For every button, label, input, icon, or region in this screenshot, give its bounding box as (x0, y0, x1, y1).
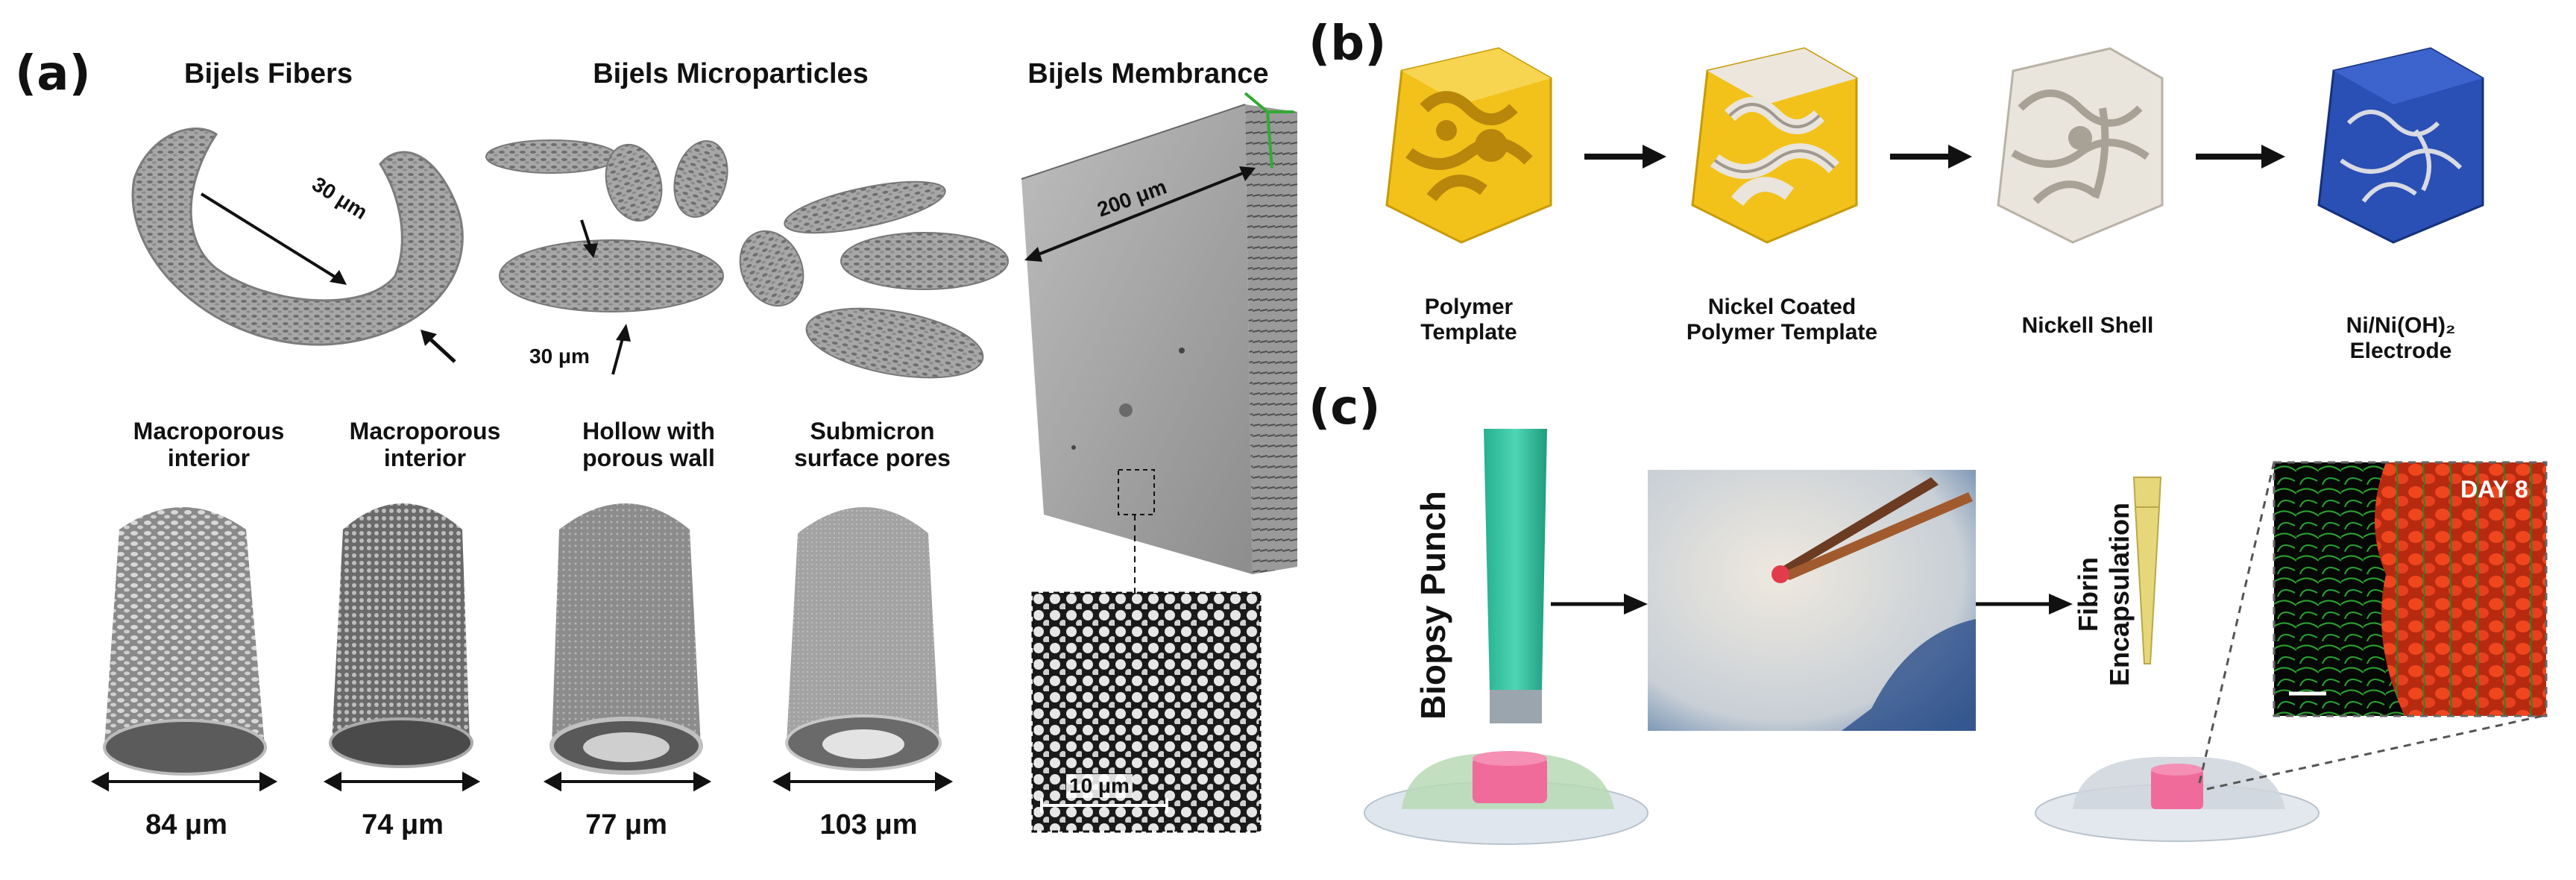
cylinder-4-caption-2: surface pores (794, 444, 951, 471)
cylinder-1-caption-1: Macroporous (133, 418, 285, 444)
panel-b-label: (b) (1309, 16, 1387, 72)
cylinder-2-caption-1: Macroporous (349, 418, 501, 444)
tissue-photo (1648, 470, 1976, 731)
step-2-line-2: Polymer Template (1686, 320, 1878, 345)
micro-arrow-top (580, 219, 598, 258)
micro-arrow-bottom (611, 324, 631, 375)
cube-polymer-template (1385, 47, 1552, 244)
day8-label: DAY 8 (2460, 476, 2528, 503)
cylinder-4-caption: Submicron surface pores (760, 418, 984, 471)
micro-scale-label: 30 μm (529, 345, 590, 368)
cylinder-3-caption: Hollow with porous wall (544, 418, 753, 471)
title-bijels-microparticles: Bijels Microparticles (593, 58, 869, 89)
step-3-line-1: Nickell Shell (2021, 313, 2154, 338)
step-4-line-2: Electrode (2349, 339, 2452, 363)
arrow-c-1 (1551, 594, 1648, 615)
cylinder-4-caption-1: Submicron (810, 418, 935, 444)
zoom-lines (2198, 462, 2543, 791)
step-1-line-2: Template (1420, 320, 1517, 345)
cylinder-2-caption: Macroporous interior (321, 418, 529, 471)
pipette-tip-icon (2132, 477, 2162, 664)
step-3-caption: Nickell Shell (1991, 313, 2185, 339)
microparticles-image (485, 139, 1009, 379)
zoom-connector (1134, 515, 1136, 597)
fibrin-dish-illustration (2035, 756, 2320, 842)
fiber-scale-arrow (200, 192, 347, 285)
day8-fluorescence-image (2273, 461, 2548, 717)
arrow-b-3 (2196, 145, 2285, 169)
cube-electrode (2317, 47, 2484, 244)
cube-nickel-coated (1691, 47, 1858, 244)
cylinder-3-diameter: 77 μm (585, 809, 667, 840)
step-1-line-1: Polymer (1424, 295, 1514, 319)
fiber-image (131, 128, 464, 346)
fiber-pointer-arrow (421, 330, 456, 363)
cylinder-4-diameter: 103 μm (819, 809, 918, 840)
biopsy-punch-label: Biopsy Punch (1414, 491, 1452, 720)
step-2-line-1: Nickel Coated (1707, 295, 1857, 319)
biopsy-punch-illustration (1364, 429, 1648, 845)
cylinder-2-caption-2: interior (383, 444, 467, 471)
cylinder-1-caption-2: interior (167, 444, 251, 471)
step-4-caption: Ni/Ni(OH)₂ Electrode (2304, 313, 2498, 364)
cylinder-3-caption-1: Hollow with (582, 418, 715, 444)
step-2-caption: Nickel Coated Polymer Template (1663, 295, 1901, 345)
fibrin-label-1: Fibrin (2073, 556, 2103, 632)
step-4-line-1: Ni/Ni(OH)₂ (2346, 313, 2456, 338)
membrane-image (1021, 92, 1297, 574)
zoom-scale-label: 10 μm (1066, 774, 1133, 798)
title-bijels-fibers: Bijels Fibers (184, 58, 353, 89)
membrane-scale-arrow (1024, 166, 1256, 262)
cylinder-2-diameter: 74 μm (362, 809, 444, 840)
panel-a-label: (a) (15, 46, 91, 101)
step-1-caption: Polymer Template (1372, 295, 1566, 345)
cube-nickel-shell (1997, 47, 2164, 244)
panel-c-label: (c) (1309, 380, 1381, 436)
cylinders-image (90, 503, 954, 792)
cylinder-1-diameter: 84 μm (145, 809, 227, 840)
arrow-b-1 (1584, 145, 1666, 169)
arrow-b-2 (1890, 145, 1972, 169)
cylinder-1-caption: Macroporous interior (97, 418, 321, 471)
cylinder-3-caption-2: porous wall (582, 444, 715, 471)
title-bijels-membrane: Bijels Membrance (1027, 58, 1269, 89)
arrow-c-2 (1976, 594, 2073, 615)
